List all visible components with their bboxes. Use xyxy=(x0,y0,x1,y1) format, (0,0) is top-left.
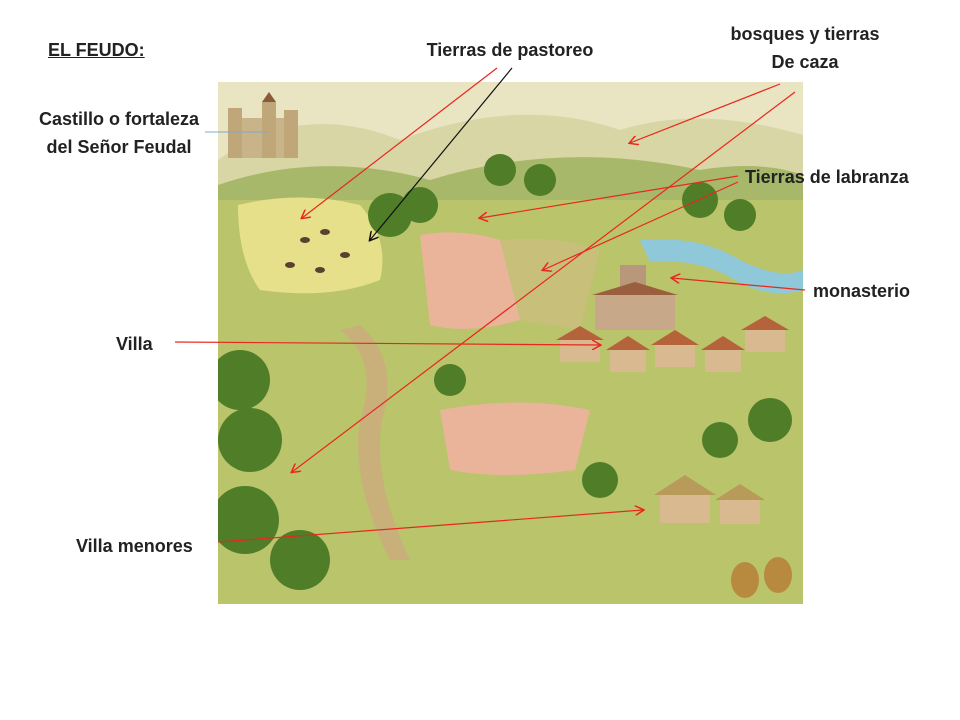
villa-menores-label: Villa menores xyxy=(76,536,193,556)
pastoreo-label: Tierras de pastoreo xyxy=(426,40,594,60)
pastoreo-arrow-black xyxy=(370,67,513,240)
castle-label-line2: del Señor Feudal xyxy=(46,137,192,157)
road xyxy=(340,325,410,560)
crop-field xyxy=(500,238,600,330)
bosques-label-line1: bosques y tierras xyxy=(730,24,880,44)
village-houses xyxy=(556,316,789,372)
monastery-illustration xyxy=(592,265,678,330)
pastoreo-arrow-red xyxy=(302,67,498,218)
castle-label: Castillo o fortaleza del Señor Feudal xyxy=(14,105,224,161)
labranza-label: Tierras de labranza xyxy=(745,167,909,187)
plowed-field-2 xyxy=(440,402,590,475)
castle-label-line1: Castillo o fortaleza xyxy=(38,109,200,129)
castle-illustration xyxy=(228,92,298,158)
bosques-arrow-2 xyxy=(292,91,796,472)
bosques-label-line2: De caza xyxy=(771,52,839,72)
forest xyxy=(218,154,792,590)
pasture-animals xyxy=(285,229,350,273)
villa-arrow xyxy=(174,342,600,345)
villa-menores-arrow xyxy=(217,510,643,543)
monasterio-arrow xyxy=(672,278,806,291)
bosques-arrow-1 xyxy=(630,83,781,143)
labranza-arrow-1 xyxy=(480,175,739,218)
monasterio-label: monasterio xyxy=(813,281,911,301)
plowed-field-1 xyxy=(420,232,520,329)
arrows xyxy=(174,67,806,543)
labranza-arrow-2 xyxy=(543,181,739,270)
villa-label: Villa xyxy=(116,334,153,354)
river xyxy=(640,239,803,294)
landscape-illustration xyxy=(218,82,803,604)
bosques-label: bosques y tierras De caza xyxy=(700,20,910,76)
page-title: EL FEUDO: xyxy=(48,40,145,60)
small-village-houses xyxy=(654,475,792,598)
pasture-field xyxy=(238,197,383,294)
